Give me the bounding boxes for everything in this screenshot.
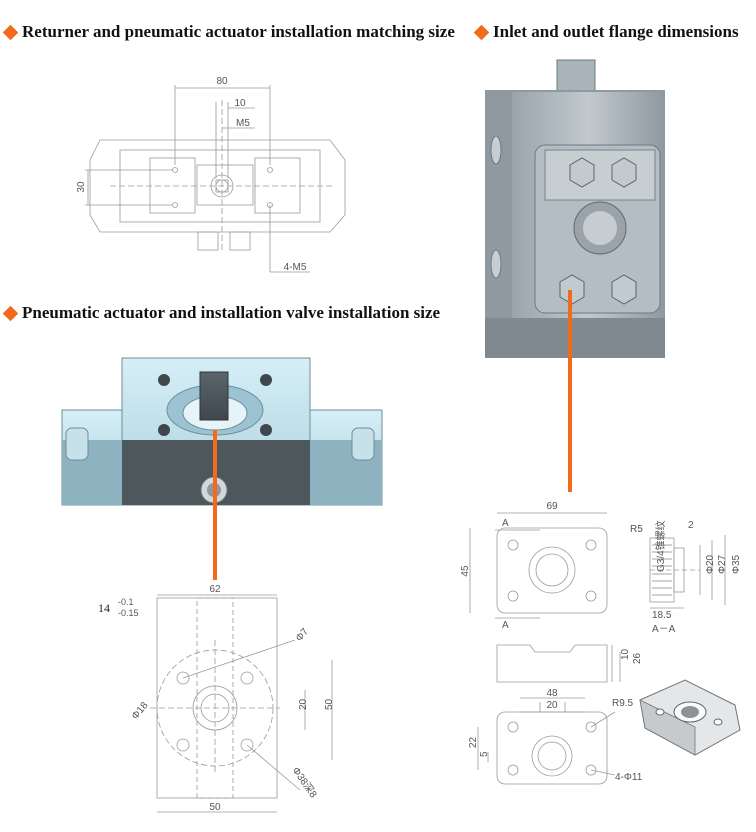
tol-hi: -0.1 — [118, 597, 134, 607]
heading-returner-text: Returner and pneumatic actuator installa… — [22, 22, 455, 41]
dim-48: 48 — [546, 688, 558, 699]
dim-69: 69 — [546, 501, 558, 512]
actuator-render — [61, 357, 383, 506]
heading-returner: Returner and pneumatic actuator installa… — [2, 22, 455, 42]
dim-phi27: Φ27 — [717, 554, 728, 574]
tol-lo: -0.15 — [118, 608, 139, 618]
section-mark-a1: A — [502, 518, 509, 529]
dim-4m5: 4-M5 — [284, 262, 307, 273]
heading-actuator-text: Pneumatic actuator and installation valv… — [22, 303, 441, 322]
flange-section-threads — [652, 544, 672, 596]
flange-render — [485, 59, 665, 358]
flange-top-drawing — [469, 512, 608, 619]
dim-r9-5: R9.5 — [612, 698, 634, 709]
dim-phi38: Φ38深8 — [290, 765, 320, 801]
heading-flange-text: Inlet and outlet flange dimensions — [493, 22, 739, 41]
section-label: A－A — [652, 624, 676, 635]
dim-phi18: Φ18 — [130, 700, 151, 722]
dim-62: 62 — [209, 584, 221, 595]
dim-m5: M5 — [236, 118, 250, 129]
flange-section-drawing — [649, 535, 726, 609]
dim-4-phi11: 4-Φ11 — [615, 772, 643, 783]
heading-actuator: Pneumatic actuator and installation valv… — [2, 303, 441, 323]
flange-mini-render — [639, 679, 741, 756]
tol-14: 14 — [98, 601, 110, 615]
thread-label: G3/4锥螺纹 — [654, 520, 667, 572]
dim-80: 80 — [216, 76, 228, 87]
dim-2: 2 — [688, 520, 694, 531]
dim-10: 10 — [234, 98, 246, 109]
dim-26: 26 — [632, 652, 643, 664]
dim-phi7: Φ7 — [294, 626, 311, 644]
section-mark-a2: A — [502, 620, 509, 631]
dim-20-bottom: 20 — [546, 700, 558, 711]
dim-phi20: Φ20 — [705, 554, 716, 574]
heading-flange: Inlet and outlet flange dimensions — [473, 22, 739, 42]
dim-5: 5 — [479, 751, 490, 757]
flange-bottom-drawing — [477, 697, 616, 785]
actuator-base-drawing — [150, 594, 333, 813]
dim-50-vertical: 50 — [324, 698, 335, 710]
dim-50-horizontal: 50 — [209, 802, 221, 813]
dim-45: 45 — [460, 565, 471, 577]
dim-18-5: 18.5 — [652, 610, 672, 621]
dim-20: 20 — [298, 698, 309, 710]
dim-30: 30 — [76, 181, 87, 193]
flange-side-drawing — [496, 644, 621, 683]
dim-10: 10 — [620, 648, 631, 660]
dim-r5: R5 — [630, 524, 643, 535]
dim-22: 22 — [468, 736, 479, 748]
returner-drawing — [85, 85, 346, 273]
dim-phi35: Φ35 — [731, 554, 742, 574]
